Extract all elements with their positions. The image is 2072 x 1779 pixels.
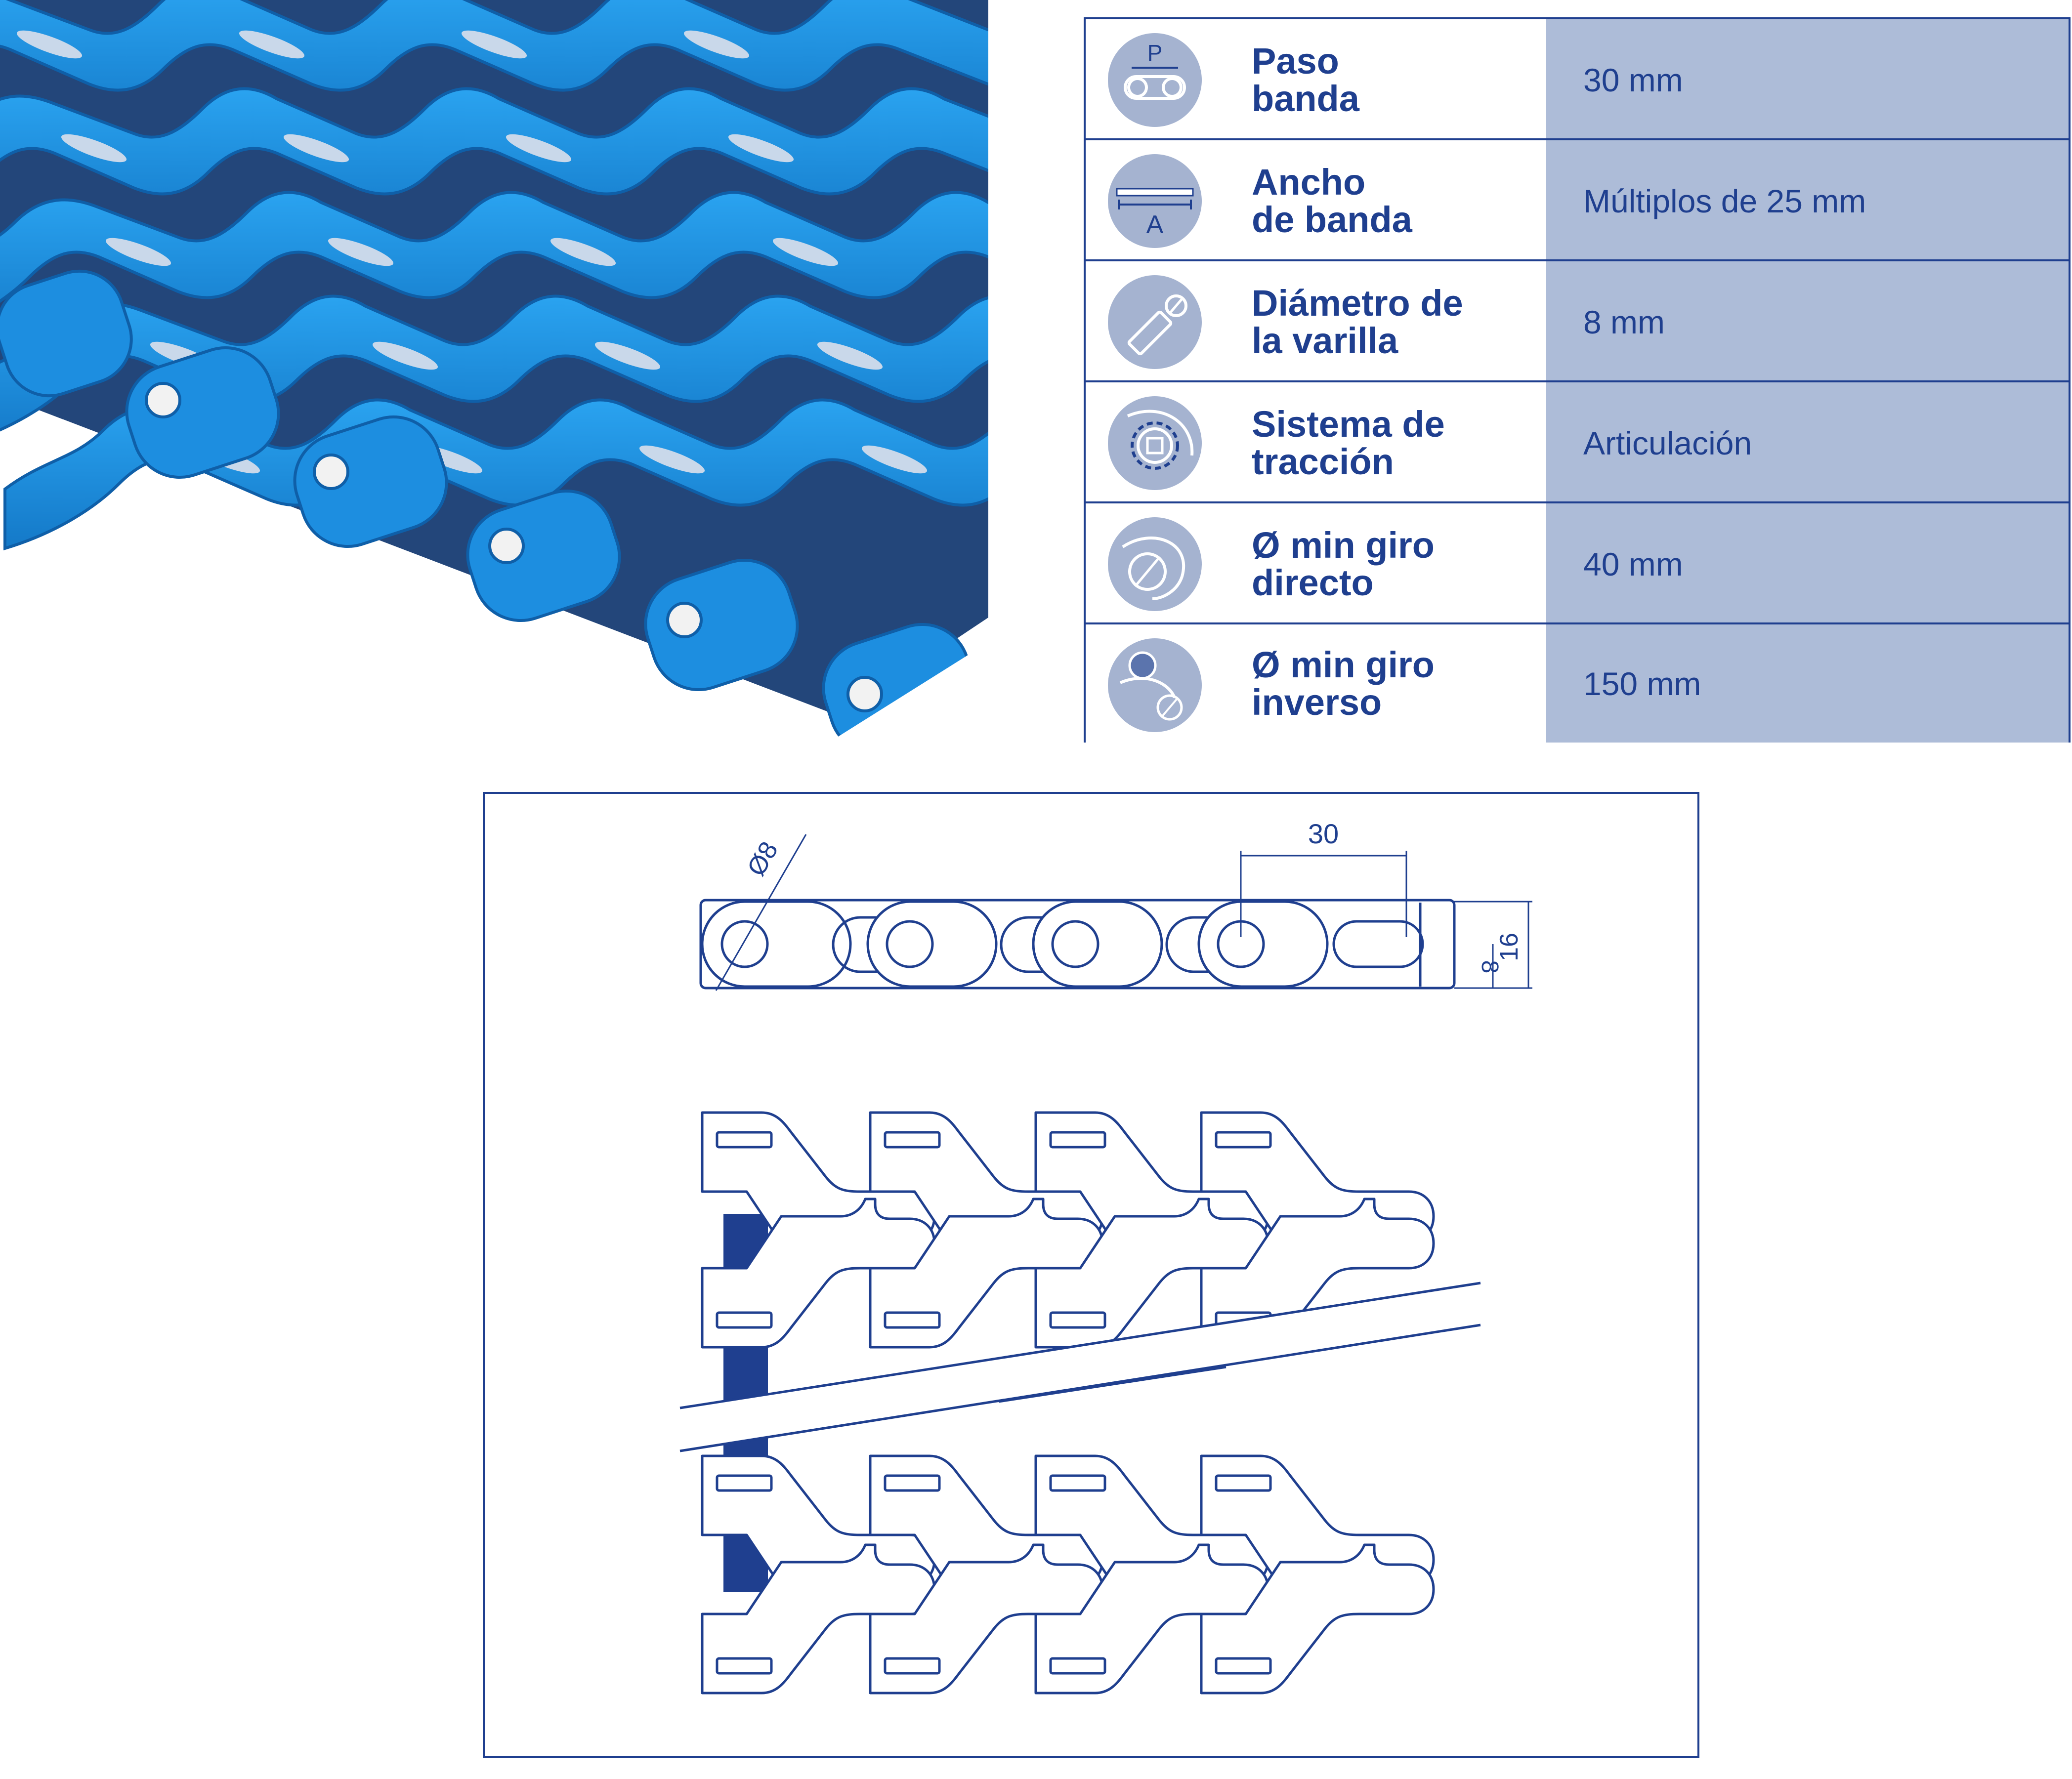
min-reverse-bend-icon [1108, 638, 1202, 732]
spec-label-line2: directo [1252, 562, 1374, 603]
spec-label-line2: tracción [1252, 441, 1394, 482]
spec-label-line2: banda [1252, 78, 1359, 119]
dim-half-thickness: 8 [1477, 960, 1503, 974]
drive-system-icon [1108, 396, 1202, 490]
dim-rod-diameter: Ø8 [742, 837, 784, 881]
spec-label-line1: Ø min giro [1252, 644, 1435, 685]
spec-row-min-reverse-bend: Ø min giro inverso 150 mm [1086, 624, 2069, 743]
dim-pitch: 30 [1308, 818, 1339, 849]
side-view [699, 899, 1456, 990]
spec-label-line1: Ø min giro [1252, 524, 1435, 566]
spec-label-line1: Sistema de [1252, 403, 1445, 445]
spec-table: P Paso banda 30 mm [1084, 17, 2071, 743]
technical-drawing-frame: Ø8 30 16 8 [483, 792, 1699, 1758]
dim-thickness: 16 [1495, 933, 1523, 961]
spec-value-min-direct-bend: 40 mm [1583, 545, 1683, 582]
spec-value-drive-system: Articulación [1583, 424, 1752, 461]
min-direct-bend-icon [1108, 517, 1202, 611]
row-divider [1086, 622, 2069, 624]
belt-width-icon: A [1108, 154, 1202, 248]
belt-knuckles [0, 269, 977, 751]
spec-row-width: A Ancho de banda Múltiplos de 25 mm [1086, 140, 2069, 261]
spec-row-min-direct-bend: Ø min giro directo 40 mm [1086, 503, 2069, 624]
row-divider [1086, 259, 2069, 261]
spec-label-line2: de banda [1252, 199, 1412, 240]
pitch-icon: P [1108, 33, 1202, 127]
spec-row-pitch: P Paso banda 30 mm [1086, 19, 2069, 140]
spec-label-line1: Diámetro de [1252, 282, 1463, 324]
spec-label-line1: Ancho [1252, 161, 1366, 203]
svg-text:P: P [1147, 40, 1163, 66]
spec-value-rod-diameter: 8 mm [1583, 303, 1665, 340]
top-view [679, 1113, 1481, 1693]
spec-row-rod-diameter: Diámetro de la varilla 8 mm [1086, 261, 2069, 382]
spec-value-pitch: 30 mm [1583, 61, 1683, 98]
row-divider [1086, 501, 2069, 503]
spec-label-line2: la varilla [1252, 320, 1398, 361]
svg-text:A: A [1146, 210, 1164, 239]
spec-value-min-reverse-bend: 150 mm [1583, 665, 1701, 702]
row-divider [1086, 138, 2069, 140]
spec-row-drive-system: Sistema de tracción Articulación [1086, 382, 2069, 503]
row-divider [1086, 380, 2069, 382]
spec-value-width: Múltiplos de 25 mm [1583, 182, 1866, 219]
spec-label-line2: inverso [1252, 681, 1382, 723]
spec-label-line1: Paso [1252, 40, 1339, 82]
technical-drawing: Ø8 30 16 8 [679, 818, 1532, 1756]
dimensions [715, 834, 1532, 991]
product-photo [0, 0, 988, 751]
rod-diameter-icon [1108, 275, 1202, 369]
